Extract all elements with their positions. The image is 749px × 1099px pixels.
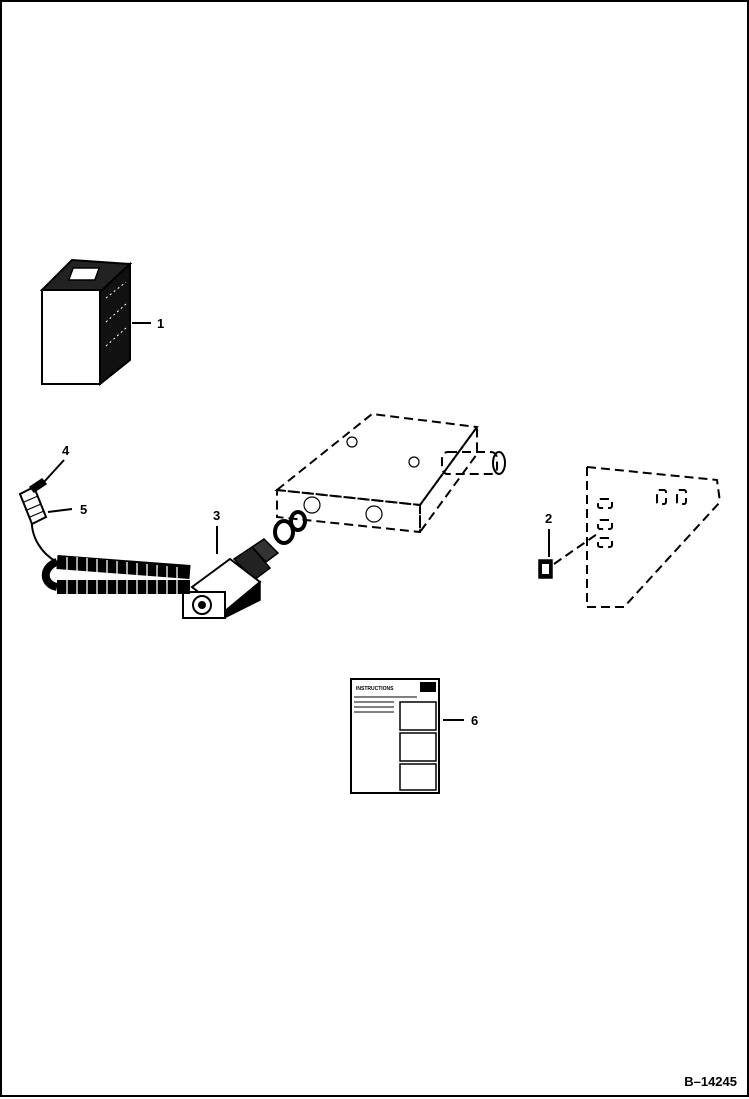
part-5-connector (18, 485, 48, 526)
part-2-switch (538, 531, 601, 579)
part-1-box (39, 258, 133, 387)
valve-block-outline (274, 412, 506, 536)
callout-5: 5 (80, 502, 87, 517)
mounting-panel-outline (586, 466, 721, 608)
coiled-harness (30, 516, 191, 594)
decal-header: INSTRUCTIONS (356, 686, 394, 692)
part-6-decal: INSTRUCTIONS (350, 678, 440, 794)
leader-line-4 (43, 459, 65, 483)
part-4-terminal (28, 477, 48, 494)
callout-1: 1 (157, 316, 164, 331)
part-3-solenoid (182, 538, 280, 620)
callout-4: 4 (62, 443, 70, 458)
leader-line-5 (47, 508, 73, 513)
o-rings (273, 510, 307, 545)
callout-6: 6 (471, 713, 478, 728)
figure-number: B–14245 (684, 1074, 737, 1089)
callout-3: 3 (213, 508, 220, 523)
callout-2: 2 (545, 511, 552, 526)
